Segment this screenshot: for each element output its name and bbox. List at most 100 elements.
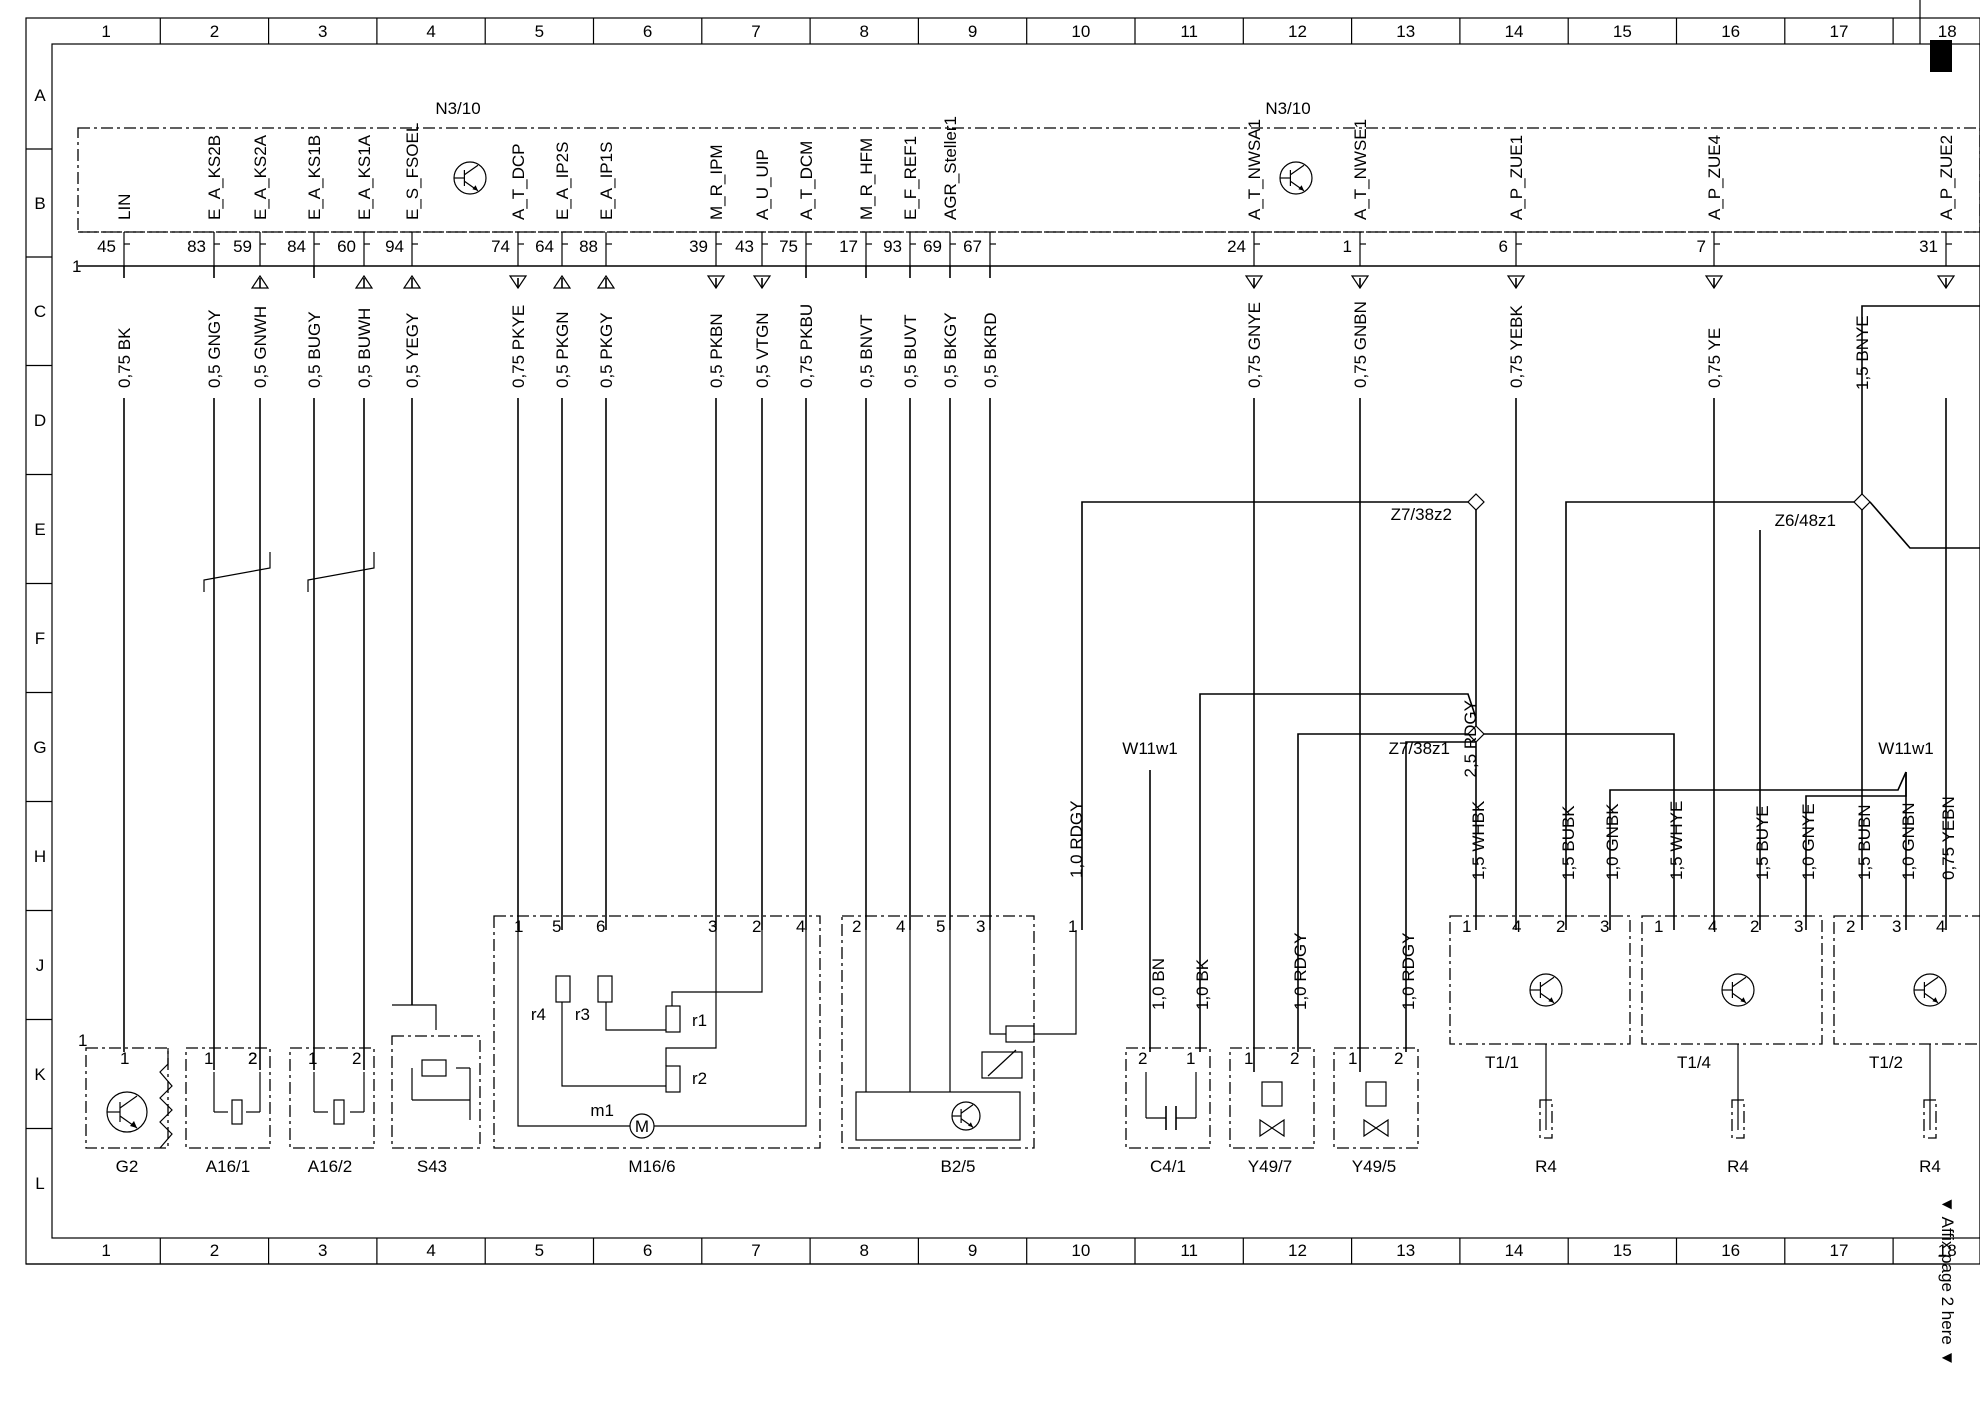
z7-38z2-junction-icon: [1467, 493, 1485, 511]
wire-label: 1,5 BNYE: [1853, 315, 1872, 390]
grid-column-label-bottom: 16: [1721, 1241, 1740, 1260]
grid-row-label: K: [34, 1065, 46, 1084]
grid-column-label-top: 17: [1829, 22, 1848, 41]
z6-48z1-junction-icon: [1853, 493, 1871, 511]
ecu-signal-label: A_T_DCM: [797, 141, 816, 220]
ecu-signal-label: A_T_NWSE1: [1351, 119, 1370, 220]
grid-column-label-bottom: 3: [318, 1241, 327, 1260]
y49-5-solenoid-icon: [1365, 1081, 1387, 1107]
ecu-pin-number: 39: [689, 237, 708, 256]
a16-1-crystal-icon: [231, 1099, 243, 1125]
ecu-pin-number: 6: [1499, 237, 1508, 256]
ecu-signal-label: A_P_ZUE4: [1705, 135, 1724, 220]
ecu-pin-number: 31: [1919, 237, 1938, 256]
wire-label: 1,5 WHBK: [1469, 800, 1488, 880]
component-pin-number: 1: [1654, 917, 1663, 936]
z6-48z1-label: Z6/48z1: [1775, 511, 1836, 530]
grid-row-label: J: [36, 956, 45, 975]
b2-5-sensor-body: [855, 1091, 1021, 1141]
s43-feed: [392, 1004, 437, 1030]
ecu-signal-label: M_R_IPM: [707, 144, 726, 220]
m16-6-r4-icon: [555, 975, 571, 1003]
connector-arrow-down: [508, 275, 528, 290]
connector-arrow-down: [1704, 275, 1724, 290]
wire-label: 0,5 PKBN: [707, 313, 726, 388]
wire-label: 0,5 BUWH: [355, 308, 374, 388]
grid-row-label: A: [34, 86, 46, 105]
wire-label: 0,75 YE: [1705, 328, 1724, 388]
grid-column-label-bottom: 4: [426, 1241, 435, 1260]
ecu-pin-number: 74: [491, 237, 510, 256]
y49-5-box: [1333, 1047, 1419, 1149]
m16-6-motor-letter: M: [635, 1117, 649, 1136]
ecu-transistor-icon: [1279, 161, 1313, 195]
grid-column-label-top: 8: [860, 22, 869, 41]
wire-label: 1,5 BUBK: [1559, 805, 1578, 880]
component-pin-number: 1: [120, 1049, 129, 1068]
component-pin-number: 1: [308, 1049, 317, 1068]
ecu-signal-label: E_S_FSOEL: [403, 123, 422, 220]
wire-label: 0,5 BKGY: [941, 312, 960, 388]
grid-column-label-top: 1: [101, 22, 110, 41]
wire-label: 0,75 YEBN: [1939, 796, 1958, 880]
connector-arrow-down: [1936, 275, 1956, 290]
ecu-pin-number: 93: [883, 237, 902, 256]
z6-48z1-out: [1869, 501, 1980, 549]
wire-label: 1,0 RDGY: [1067, 801, 1086, 878]
a16-2-crystal-icon: [333, 1099, 345, 1125]
ecu-pin-number: 60: [337, 237, 356, 256]
m16-6-internal-wire: [665, 930, 717, 1066]
component-pin-number: 4: [1936, 917, 1945, 936]
grid-column-label-top: 10: [1071, 22, 1090, 41]
wire-label: 0,5 PKGY: [597, 312, 616, 388]
component-pin-number: 6: [596, 917, 605, 936]
b2-5-resistor-icon: [1005, 1025, 1035, 1043]
ecu-pin-number: 45: [97, 237, 116, 256]
component-pin-number: 1: [514, 917, 523, 936]
component-pin-number: 2: [1556, 917, 1565, 936]
wire-label: 0,75 PKBU: [797, 304, 816, 388]
g2-transistor-icon: [106, 1091, 148, 1133]
ecu-name-left: N3/10: [435, 99, 480, 118]
ecu-signal-label: A_U_UIP: [753, 149, 772, 220]
wire-label: 0,5 GNGY: [205, 310, 224, 388]
m16-6-r1-icon: [665, 1005, 681, 1033]
grid-row-label: B: [34, 194, 45, 213]
a16-1-shield-break: [203, 552, 271, 592]
grid-row-label: F: [35, 629, 45, 648]
wire-label: 0,5 VTGN: [753, 312, 772, 388]
c4-1-box: [1125, 1047, 1211, 1149]
ecu-signal-label: E_A_KS1A: [355, 134, 374, 220]
a16-1-label: A16/1: [206, 1157, 250, 1176]
t1_4-r4-label: R4: [1727, 1157, 1749, 1176]
a16-2-shield-break: [307, 552, 375, 592]
m16-6-r3-icon: [597, 975, 613, 1003]
grid-row-label: G: [33, 738, 46, 757]
t1_1-r4-label: R4: [1535, 1157, 1557, 1176]
ecu-pin-number: 83: [187, 237, 206, 256]
component-pin-number: 4: [1708, 917, 1717, 936]
grid-column-label-bottom: 14: [1505, 1241, 1524, 1260]
ecu-signal-label: E_F_REF1: [901, 136, 920, 220]
t1_2-transistor-icon: [1913, 973, 1947, 1007]
w11w1-right-label: W11w1: [1878, 739, 1933, 758]
grid-row-label: H: [34, 847, 46, 866]
m16-6-r2-icon: [665, 1065, 681, 1093]
grid-column-label-top: 6: [643, 22, 652, 41]
component-pin-number: 4: [796, 917, 805, 936]
grid-column-label-bottom: 2: [210, 1241, 219, 1260]
m16-6-box: [493, 915, 821, 1149]
component-pin-number: 1: [1244, 1049, 1253, 1068]
y49-5-label: Y49/5: [1352, 1157, 1396, 1176]
b2-5-variable-resistor-icon: [981, 1051, 1023, 1079]
component-pin-number: 3: [1892, 917, 1901, 936]
b2-5-transistor-icon: [951, 1101, 981, 1131]
grid-column-label-top: 2: [210, 22, 219, 41]
inner-frame: [51, 43, 1980, 1239]
g2-box: [85, 1047, 169, 1149]
grid-column-label-top: 5: [535, 22, 544, 41]
component-pin-number: 1: [204, 1049, 213, 1068]
component-pin-number: 4: [1512, 917, 1521, 936]
grid-column-label-bottom: 8: [860, 1241, 869, 1260]
w11w1-to-t1-1: [1609, 771, 1907, 930]
